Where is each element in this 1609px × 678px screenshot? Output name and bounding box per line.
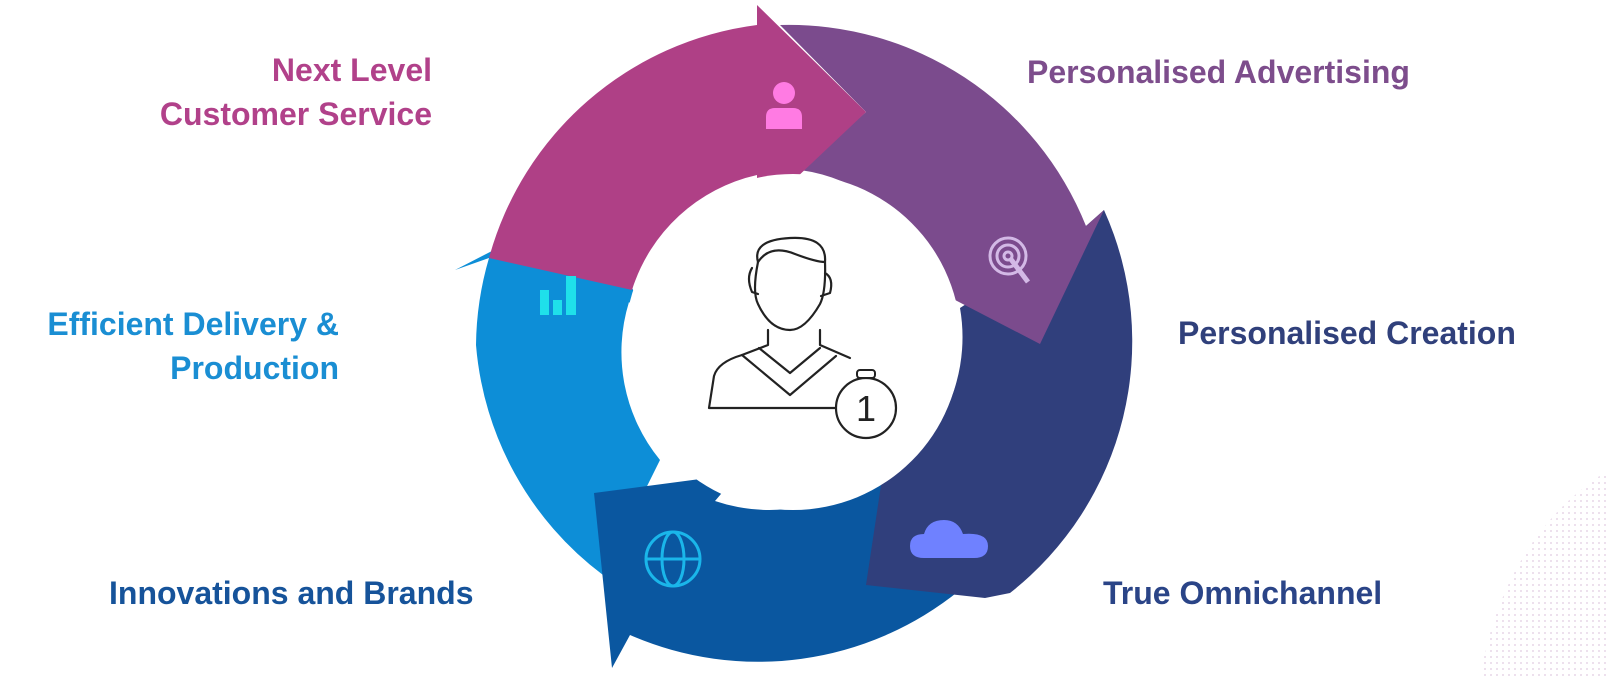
label-customer-service-line2: Customer Service — [159, 96, 432, 132]
globe-icon — [644, 530, 702, 588]
bar-chart-icon — [540, 276, 576, 315]
target-icon — [988, 236, 1030, 284]
center-circle — [625, 174, 961, 510]
label-customer-service: Next Level Customer Service — [160, 48, 432, 136]
cloud-icon — [910, 520, 988, 558]
label-customer-service-line1: Next Level — [271, 52, 432, 88]
label-efficient-delivery-line2: Production — [170, 350, 339, 386]
badge: 1 — [834, 369, 898, 440]
label-innovations-and-brands-line1: Innovations and Brands — [109, 575, 474, 611]
arc-creation — [866, 210, 1133, 598]
label-efficient-delivery-line1: Efficient Delivery & — [47, 306, 339, 342]
label-personalised-creation: Personalised Creation — [1178, 311, 1516, 355]
label-true-omnichannel-line1: True Omnichannel — [1103, 575, 1383, 611]
label-personalised-advertising: Personalised Advertising — [1027, 50, 1410, 94]
badge-number: 1 — [856, 388, 876, 429]
arc-delivery — [455, 201, 660, 575]
label-innovations-and-brands: Innovations and Brands — [109, 571, 473, 615]
label-true-omnichannel: True Omnichannel — [1103, 571, 1382, 615]
dotted-wave-decoration — [1480, 470, 1609, 678]
label-efficient-delivery: Efficient Delivery & Production — [47, 302, 339, 390]
person-icon — [766, 82, 802, 129]
label-personalised-creation-line1: Personalised Creation — [1178, 315, 1516, 351]
customer-outline-icon — [707, 236, 852, 410]
arc-customer-service — [489, 5, 866, 290]
label-personalised-advertising-line1: Personalised Advertising — [1027, 54, 1410, 90]
arc-innovations — [594, 460, 960, 668]
